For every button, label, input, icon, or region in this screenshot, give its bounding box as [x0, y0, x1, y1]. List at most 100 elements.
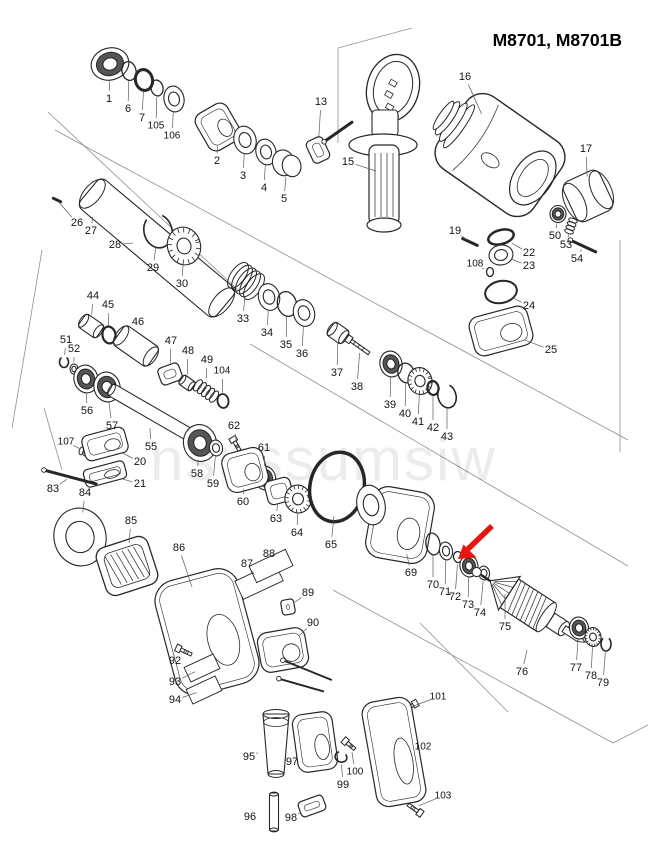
- leader-line-36: [302, 326, 304, 347]
- part-label-56: 56: [81, 405, 93, 417]
- part-85: [95, 535, 159, 597]
- leader-line-73: [467, 577, 470, 598]
- part-label-50: 50: [549, 230, 561, 242]
- part-88: [248, 548, 294, 584]
- part-label-43: 43: [441, 431, 453, 443]
- part-label-108: 108: [467, 259, 484, 270]
- part-103: [406, 802, 425, 818]
- part-label-22: 22: [523, 247, 535, 259]
- leader-line-16: [467, 84, 482, 115]
- leader-line-57: [108, 401, 112, 419]
- leader-line-78: [591, 647, 593, 669]
- leader-line-27: [91, 216, 93, 224]
- part-4: [255, 138, 277, 166]
- page-title: M8701, M8701B: [493, 30, 622, 50]
- part-label-72: 72: [449, 591, 461, 603]
- part-label-44: 44: [87, 290, 99, 302]
- leader-line-15: [355, 164, 377, 172]
- part-2: [194, 102, 242, 152]
- part-label-100: 100: [347, 767, 364, 778]
- part-label-55: 55: [145, 441, 157, 453]
- part-label-103: 103: [435, 791, 452, 802]
- part-label-63: 63: [270, 513, 282, 525]
- part-99: [334, 751, 348, 763]
- part-label-64: 64: [291, 527, 303, 539]
- leader-line-54: [580, 249, 582, 252]
- part-label-78: 78: [585, 670, 597, 682]
- part-77: [568, 616, 590, 640]
- part-label-27: 27: [85, 225, 97, 237]
- leader-line-99: [341, 764, 343, 778]
- part-79: [600, 637, 612, 652]
- part-83: [41, 467, 98, 486]
- parts-artwork-layer: [41, 47, 615, 833]
- part-label-15: 15: [342, 156, 354, 168]
- leader-line-108: [481, 267, 485, 270]
- part-label-21: 21: [134, 478, 146, 490]
- part-label-45: 45: [102, 299, 114, 311]
- part-89: [280, 598, 296, 616]
- part-label-69: 69: [405, 567, 417, 579]
- part-84: [53, 507, 107, 567]
- leader-line-74: [480, 581, 484, 606]
- leader-line-25: [524, 339, 544, 348]
- detail-part: [280, 657, 333, 681]
- leader-line-41: [418, 394, 420, 415]
- leader-line-13: [318, 109, 321, 139]
- part-47: [157, 362, 183, 386]
- leader-line-33: [243, 296, 246, 312]
- leader-line-100: [351, 751, 355, 765]
- leader-line-34: [267, 310, 269, 326]
- leader-line-71: [444, 560, 447, 585]
- leader-line-3: [243, 153, 245, 169]
- part-54: [567, 237, 598, 254]
- leader-line-72: [455, 564, 458, 590]
- exploded-view-guide-lines: [11, 27, 649, 744]
- part-label-13: 13: [315, 96, 327, 108]
- part-label-57: 57: [106, 420, 118, 432]
- leader-line-69: [406, 554, 410, 566]
- part-label-29: 29: [147, 262, 159, 274]
- part-98: [297, 794, 327, 818]
- part-22: [487, 228, 515, 246]
- part-3: [233, 125, 257, 155]
- leader-line-55: [149, 427, 151, 440]
- leader-line-4: [264, 164, 266, 181]
- part-41: [407, 367, 433, 395]
- part-label-33: 33: [237, 313, 249, 325]
- pointer-arrow-icon: [458, 524, 494, 559]
- part-102: [361, 696, 427, 808]
- leader-line-35: [285, 316, 288, 338]
- part-label-54: 54: [571, 253, 583, 265]
- part-34: [257, 283, 281, 311]
- part-label-34: 34: [261, 327, 273, 339]
- leader-line-44: [91, 303, 93, 315]
- part-label-28: 28: [109, 239, 121, 251]
- part-104: [216, 393, 230, 409]
- part-label-107: 107: [58, 437, 75, 448]
- detail-part: [356, 484, 386, 526]
- part-label-52: 52: [68, 343, 80, 355]
- part-21: [82, 460, 128, 488]
- part-49: [192, 379, 220, 403]
- part-label-5: 5: [281, 193, 287, 205]
- part-38: [344, 334, 371, 356]
- leader-line-86: [181, 555, 193, 588]
- part-label-97: 97: [286, 756, 298, 768]
- leader-line-65: [331, 516, 335, 538]
- part-label-16: 16: [459, 71, 471, 83]
- part-71: [438, 541, 454, 561]
- part-24: [484, 279, 518, 305]
- part-44: [77, 313, 105, 339]
- leader-line-7: [142, 90, 144, 111]
- part-label-74: 74: [474, 607, 486, 619]
- part-70: [425, 532, 441, 556]
- leader-line-28: [122, 242, 134, 245]
- part-label-1: 1: [106, 93, 112, 105]
- leader-line-105: [155, 96, 158, 119]
- part-26: [51, 196, 63, 204]
- part-label-36: 36: [296, 348, 308, 360]
- part-94: [185, 675, 223, 705]
- part-6: [121, 60, 137, 82]
